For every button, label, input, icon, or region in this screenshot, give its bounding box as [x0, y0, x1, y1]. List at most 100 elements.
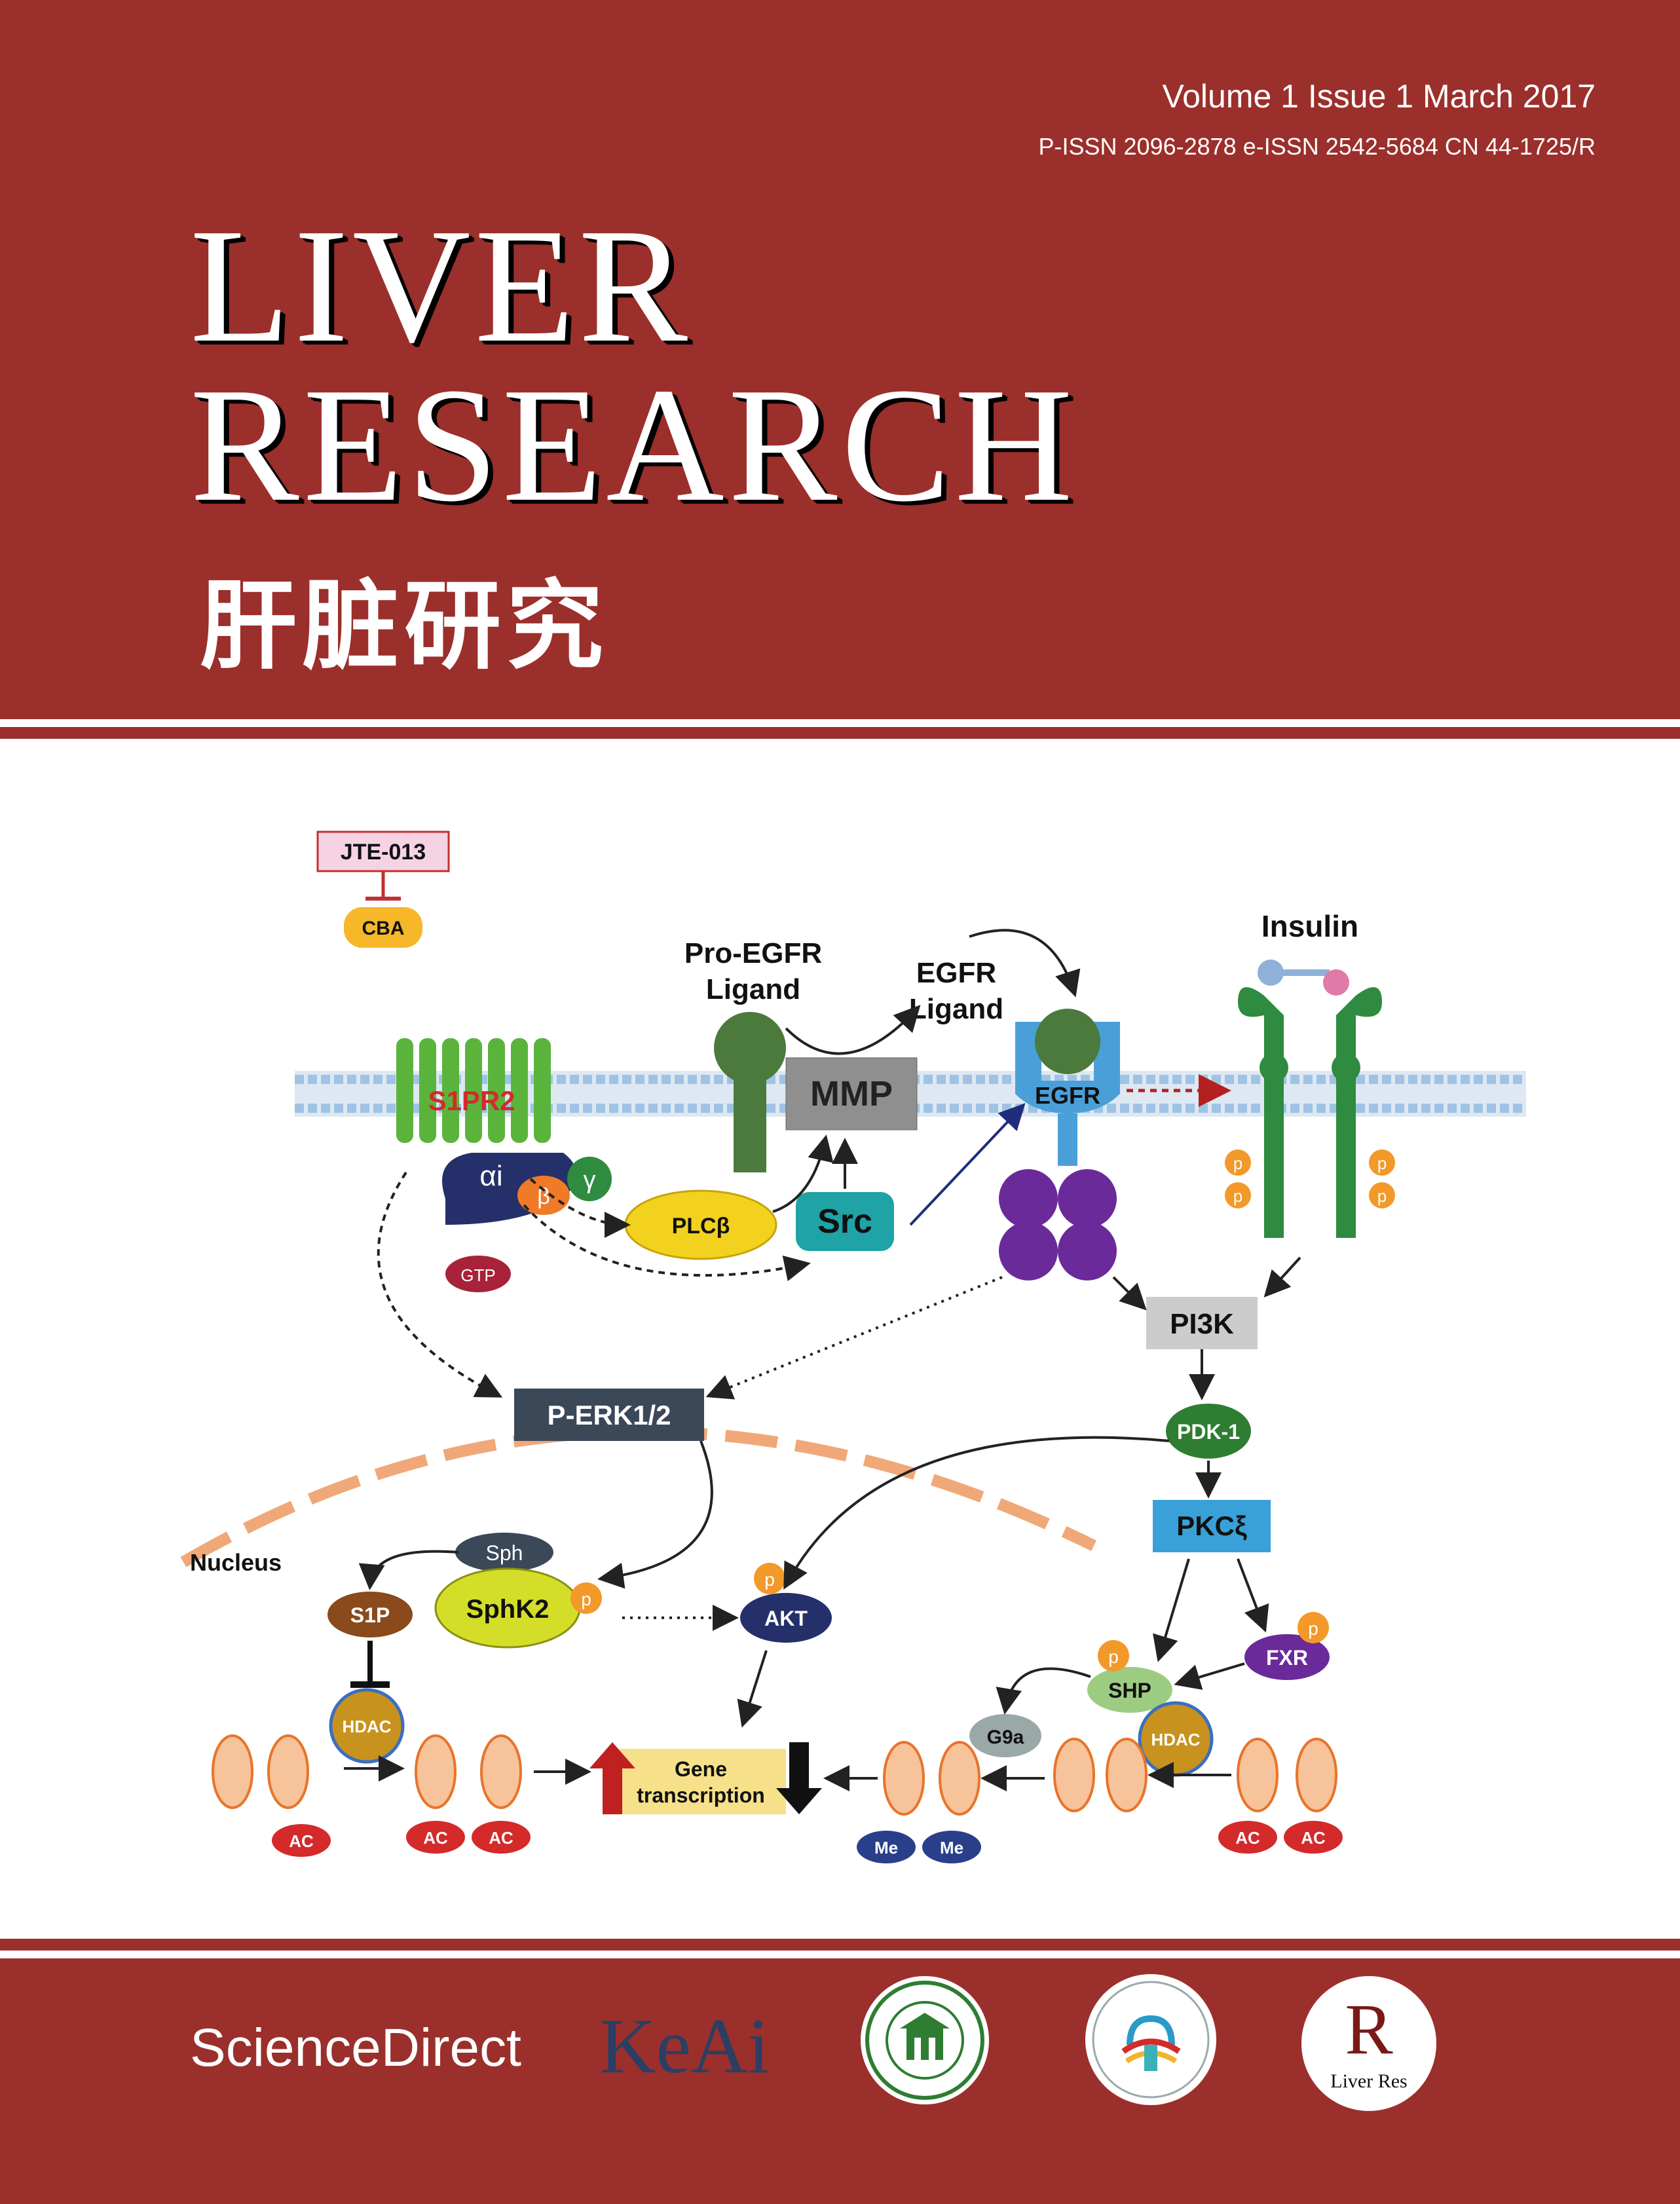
footer-stripe — [0, 1939, 1680, 1951]
egfr-kinase-domain — [999, 1169, 1117, 1280]
akt-oval — [740, 1593, 832, 1643]
src-box — [796, 1192, 894, 1251]
src-egfr-arrow — [909, 1103, 1026, 1226]
perk-box — [514, 1389, 704, 1441]
jte-label: JTE-013 — [341, 840, 426, 865]
sun-yat-sen-university-seal-icon — [861, 1976, 989, 2104]
akt-label: AKT — [764, 1607, 808, 1630]
gene-transcription-box — [616, 1749, 786, 1814]
svg-text:p: p — [581, 1589, 591, 1609]
s1p-oval — [327, 1592, 413, 1637]
egfr-label: EGFR — [1035, 1082, 1100, 1109]
svg-text:AC: AC — [489, 1828, 513, 1848]
s1pr2-receptor — [396, 1038, 551, 1143]
pi3k-label: PI3K — [1170, 1308, 1234, 1340]
svg-text:AC: AC — [1301, 1828, 1326, 1848]
sph-label: Sph — [486, 1541, 523, 1565]
pathway-arrows — [344, 929, 1301, 1791]
header-band — [0, 0, 1680, 719]
svg-text:p: p — [1377, 1153, 1387, 1173]
sph-oval — [455, 1533, 553, 1572]
g-beta — [517, 1176, 570, 1215]
src-label: Src — [817, 1203, 872, 1241]
insulin-phospho-sites: p p p p — [1225, 1149, 1395, 1208]
svg-text:Me: Me — [940, 1838, 963, 1858]
pdk1-oval — [1166, 1404, 1251, 1459]
svg-text:p: p — [764, 1569, 775, 1590]
g9a-oval — [969, 1714, 1041, 1757]
hdac-left — [329, 1688, 405, 1764]
title-chinese: 肝脏研究 — [200, 570, 608, 682]
svg-text:p: p — [1377, 1186, 1387, 1206]
s1p-label: S1P — [350, 1603, 390, 1627]
pro-egfr-label: Pro-EGFR — [684, 937, 822, 969]
pdk1-label: PDK-1 — [1177, 1420, 1240, 1444]
g9a-label: G9a — [987, 1727, 1024, 1748]
egfr-bound-ligand — [1035, 1009, 1100, 1074]
svg-text:AC: AC — [423, 1828, 448, 1848]
up-arrow — [589, 1742, 635, 1814]
insulin-label: Insulin — [1261, 909, 1358, 943]
cba-pill — [344, 907, 422, 948]
liver-res-logo-icon: R Liver Res — [1301, 1976, 1436, 2111]
egfr-ligand-label: EGFR — [916, 957, 996, 989]
akt-phospho — [754, 1563, 785, 1594]
sphk2-phospho — [570, 1582, 602, 1614]
title-research: RESEARCH — [190, 354, 1077, 536]
gtp-label: GTP — [460, 1265, 495, 1285]
alpha-label: αi — [479, 1160, 502, 1192]
pkc-label: PKCξ — [1176, 1510, 1247, 1541]
down-arrow — [776, 1742, 822, 1814]
hdac-right-label: HDAC — [1151, 1730, 1200, 1749]
nucleosomes — [212, 1734, 1337, 1816]
svg-text:AC: AC — [1235, 1828, 1260, 1848]
svg-text:p: p — [1108, 1647, 1119, 1667]
methylation-marks: Me Me — [857, 1831, 981, 1863]
svg-text:p: p — [1233, 1186, 1242, 1206]
header-stripe — [0, 727, 1680, 739]
signaling-pathway-diagram: Nucleus JTE-013 CBA S1PR2 αi β γ GTP PLC… — [180, 831, 1526, 1863]
svg-text:AC: AC — [289, 1831, 314, 1851]
shp-oval — [1087, 1667, 1172, 1713]
third-affiliated-hospital-logo-icon — [1085, 1974, 1216, 2105]
hdac-left-label: HDAC — [342, 1717, 391, 1736]
insulin-receptor — [1238, 960, 1382, 1238]
gtp-shape — [445, 1256, 511, 1292]
g-gamma — [567, 1157, 612, 1201]
title-liver: LIVER — [190, 195, 692, 377]
issn-line: P-ISSN 2096-2878 e-ISSN 2542-5684 CN 44-… — [1038, 133, 1596, 160]
plc-label: PLCβ — [672, 1214, 730, 1239]
fxr-phospho — [1297, 1612, 1329, 1643]
sciencedirect-logo: ScienceDirect — [190, 2018, 521, 2078]
mmp-box — [785, 1057, 918, 1130]
acetylation-marks: AC AC AC AC AC — [272, 1821, 1343, 1857]
shp-label: SHP — [1108, 1679, 1151, 1702]
pro-egfr-stalk — [734, 1055, 766, 1172]
keai-logo: KeAi — [599, 2002, 770, 2089]
jte-box — [316, 831, 450, 872]
nuclear-envelope — [180, 1426, 1096, 1567]
svg-text:p: p — [1233, 1153, 1242, 1173]
liver-res-r-letter: R — [1345, 1989, 1393, 2069]
beta-label: β — [537, 1184, 550, 1209]
svg-text:p: p — [1308, 1618, 1318, 1639]
pro-egfr-ligand-label: Ligand — [706, 973, 800, 1005]
gene-label: Gene — [675, 1757, 727, 1781]
transcription-label: transcription — [637, 1784, 765, 1807]
perk-label: P-ERK1/2 — [547, 1400, 671, 1430]
sphk2-label: SphK2 — [466, 1595, 550, 1624]
pro-egfr-head — [714, 1012, 786, 1084]
volume-issue-date: Volume 1 Issue 1 March 2017 — [1162, 78, 1596, 115]
mmp-label: MMP — [810, 1074, 893, 1113]
shp-phospho — [1098, 1640, 1129, 1672]
s1pr2-label: S1PR2 — [428, 1085, 515, 1116]
pi3k-box — [1146, 1297, 1258, 1349]
svg-text:Me: Me — [874, 1838, 898, 1858]
gamma-label: γ — [584, 1167, 596, 1194]
egfr-ligand-label-2: Ligand — [909, 993, 1003, 1025]
nucleus-label: Nucleus — [190, 1549, 282, 1576]
pkc-box — [1153, 1500, 1271, 1552]
fxr-label: FXR — [1266, 1646, 1308, 1670]
fxr-oval — [1244, 1634, 1330, 1680]
